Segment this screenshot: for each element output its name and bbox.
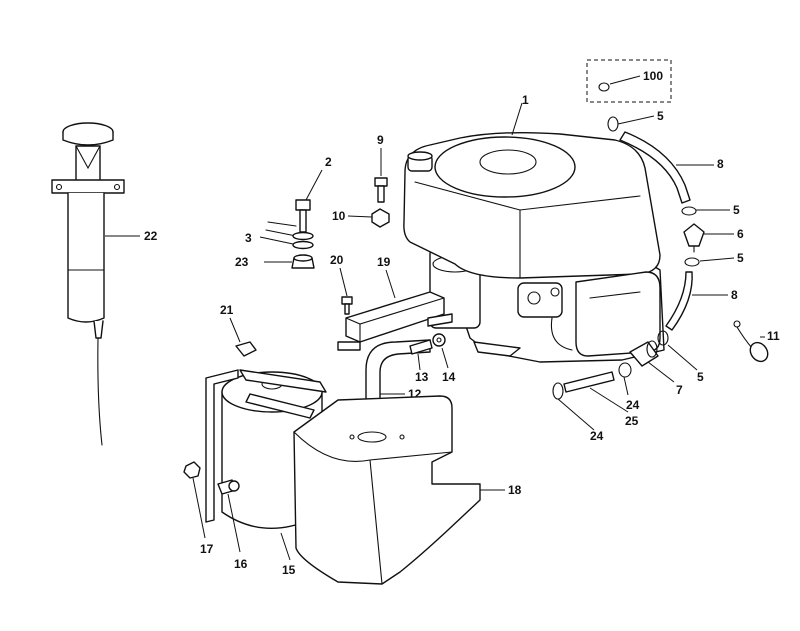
callout-20: 20 [330,253,344,267]
part-17-nut: 17 [183,461,214,556]
callout-14: 14 [442,370,456,384]
part-22-syringe: 22 [51,122,158,446]
callout-5c: 5 [737,251,744,265]
part-16-bolt: 16 [217,479,248,571]
callout-8b: 8 [731,288,738,302]
callout-3: 3 [245,231,252,245]
callout-5d: 5 [697,370,704,384]
callout-22: 22 [144,229,158,243]
callout-15: 15 [282,563,296,577]
callout-23: 23 [235,255,249,269]
callout-10: 10 [332,209,346,223]
callout-13: 13 [415,370,429,384]
callout-17: 17 [200,542,214,556]
part-9-bolt: 9 [374,133,388,203]
callout-18: 18 [508,483,522,497]
callout-25: 25 [625,414,639,428]
part-13-bolt: 13 [409,339,433,384]
callout-19: 19 [377,255,391,269]
part-11-wire: 11 [733,320,780,363]
callout-1: 1 [522,93,529,107]
callout-21: 21 [220,303,234,317]
callout-8a: 8 [717,157,724,171]
part-20-bolt: 20 [330,253,353,315]
part-8-fuel-hose-lower: 8 5 [657,271,738,384]
callout-5a: 5 [657,109,664,123]
callout-5b: 5 [733,203,740,217]
part-25-hose: 24 25 24 [552,362,640,443]
part-18-tank-shield: 18 [293,395,522,585]
callout-9: 9 [377,133,384,147]
part-23-nut: 23 [235,254,315,269]
callout-24a: 24 [626,398,640,412]
part-7-fuel-fitting: 7 [629,340,683,397]
part-100-clip: 100 [586,59,672,103]
part-3-washers: 3 [245,221,314,250]
callout-6: 6 [737,227,744,241]
callout-24b: 24 [590,429,604,443]
part-10-nut: 10 [332,208,390,228]
part-21-clip: 21 [220,303,257,357]
part-14-washer: 14 [432,333,456,384]
callout-2: 2 [325,155,332,169]
part-19-bracket: 19 [337,255,453,351]
part-8-fuel-hose-upper: 5 8 5 [607,109,740,217]
callout-7: 7 [676,383,683,397]
part-6-fuel-filter: 6 5 [683,223,744,267]
callout-16: 16 [234,557,248,571]
callout-11: 11 [767,329,780,343]
part-2-bolt: 2 [295,155,332,233]
callout-100: 100 [643,69,663,83]
